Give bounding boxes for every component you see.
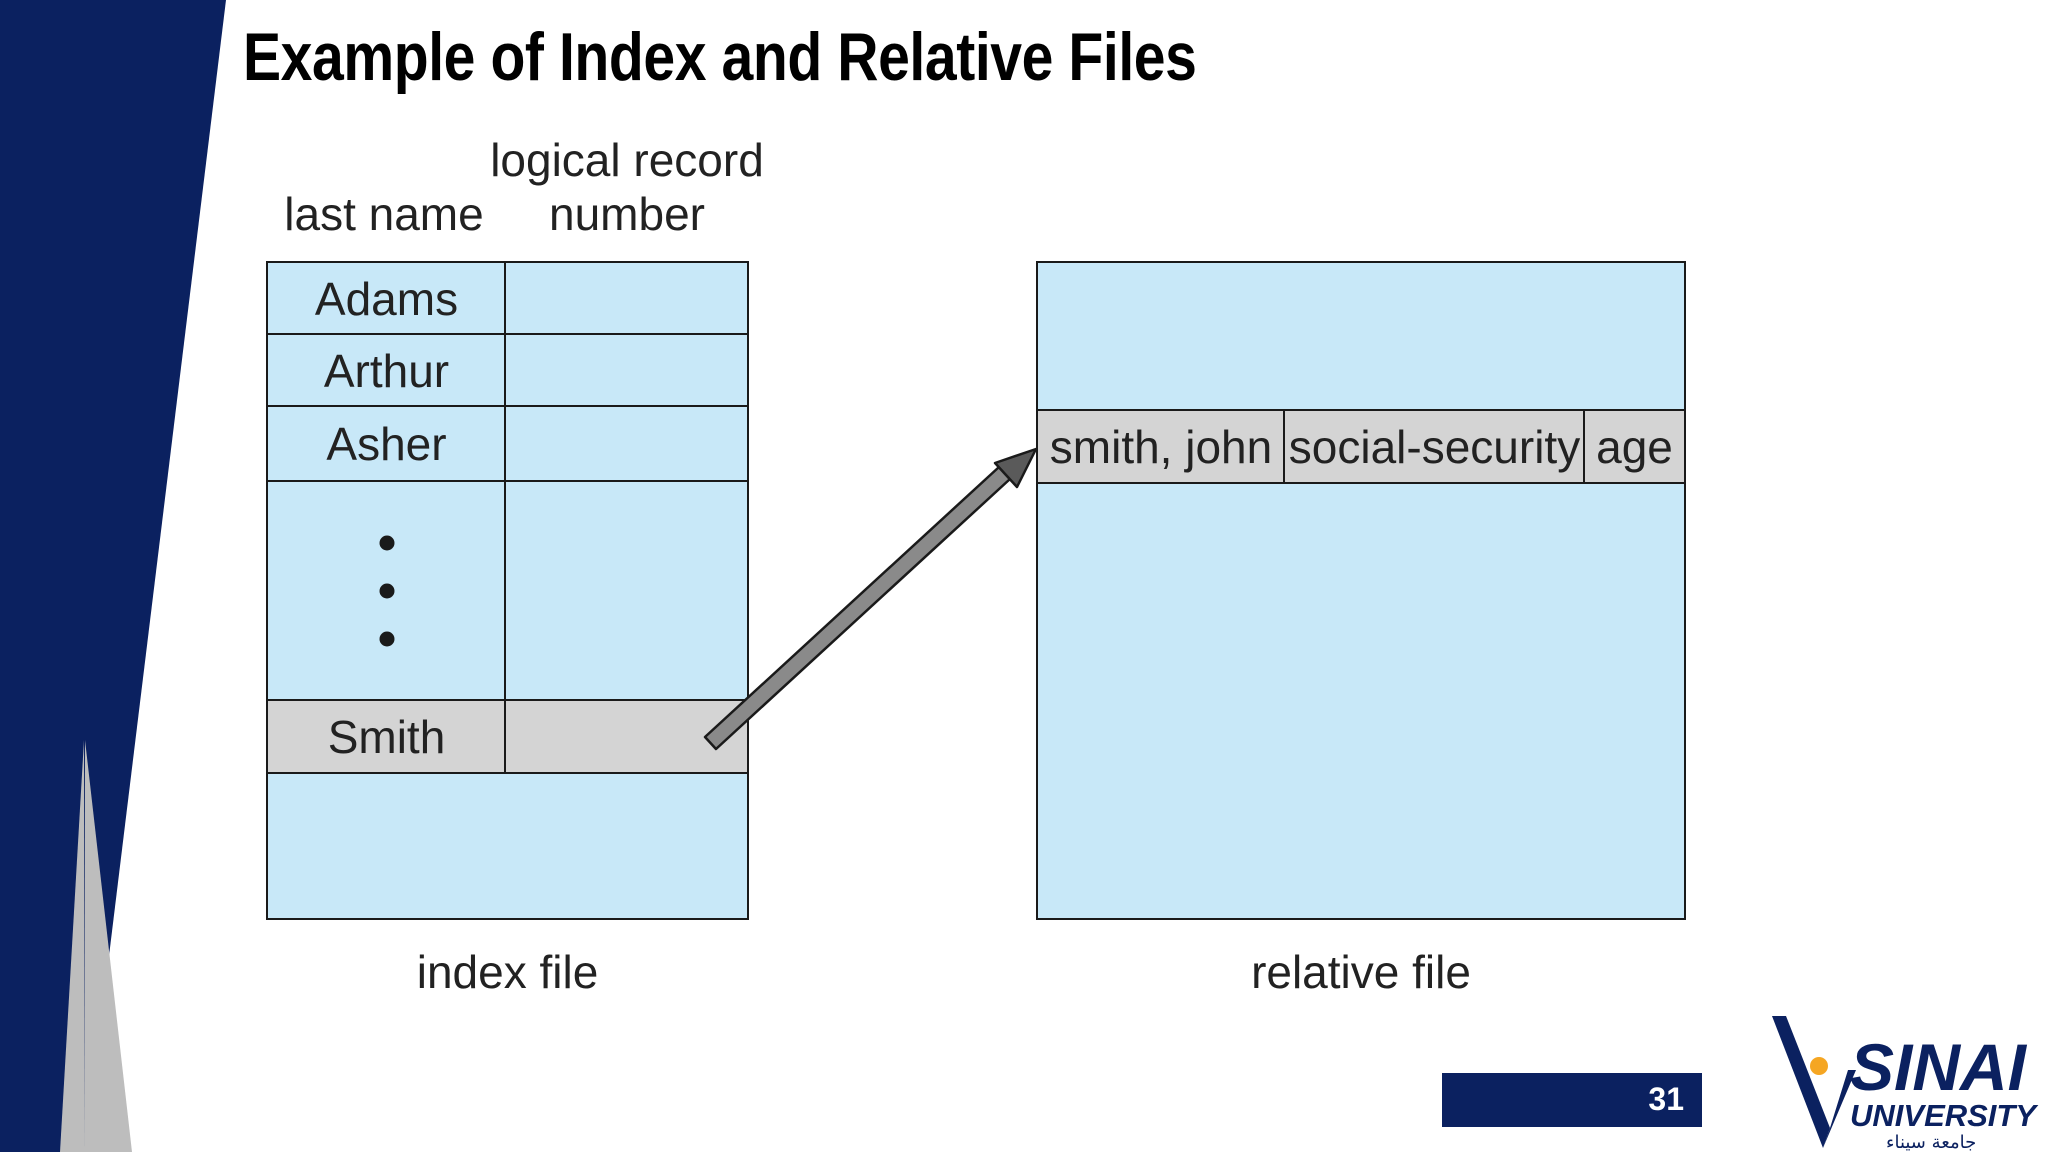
record-number-header-line1: logical record xyxy=(490,134,764,186)
relative-file-bottom-area xyxy=(1036,482,1686,920)
logo-subtitle: UNIVERSITY xyxy=(1850,1098,2039,1133)
relative-record-social-security: social-security xyxy=(1283,409,1586,485)
logo-arabic: جامعة سيناء xyxy=(1886,1132,1976,1152)
index-ellipsis-name xyxy=(266,480,507,702)
index-row-arthur-name: Arthur xyxy=(266,333,507,408)
record-number-header-line2: number xyxy=(549,188,705,240)
relative-record-age: age xyxy=(1583,409,1686,485)
index-row-adams-number xyxy=(504,261,749,336)
logo-orange-dot xyxy=(1810,1057,1828,1075)
sinai-university-logo: SINAI UNIVERSITY جامعة سيناء xyxy=(1772,1016,2039,1152)
logo-name: SINAI xyxy=(1850,1030,2028,1104)
gray-side-wedge xyxy=(85,740,132,1152)
last-name-header: last name xyxy=(284,188,484,240)
arrow-head xyxy=(993,447,1038,489)
gray-side-wedge-inner xyxy=(60,740,85,1152)
page-number-badge: 31 xyxy=(1442,1073,1702,1127)
arrow-shaft xyxy=(703,465,1012,751)
logo-v-mark-right xyxy=(1823,1070,1856,1148)
logo-v-mark xyxy=(1772,1016,1830,1148)
vertical-ellipsis-icon xyxy=(379,535,394,647)
index-row-adams-name: Adams xyxy=(266,261,507,336)
index-row-asher-name: Asher xyxy=(266,405,507,483)
slide-title: Example of Index and Relative Files xyxy=(243,19,1197,95)
index-file-empty-bottom xyxy=(266,772,749,920)
navy-side-band xyxy=(0,0,226,1152)
page-number: 31 xyxy=(1648,1081,1684,1117)
relative-file-caption: relative file xyxy=(1251,946,1471,998)
index-file-caption: index file xyxy=(416,946,599,998)
